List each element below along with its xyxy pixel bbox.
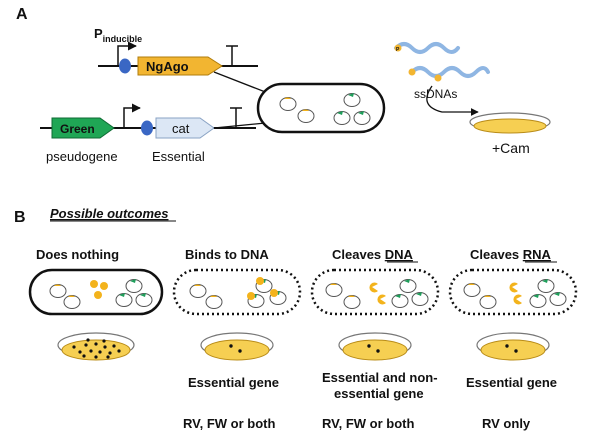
cat-gene-arrow [155, 117, 215, 139]
green-gene-arrow [51, 117, 115, 139]
cam-label: +Cam [492, 140, 530, 156]
colony-dot [505, 344, 509, 348]
outcome-strand-3: RV, FW or both [322, 416, 415, 431]
plasmid-icon [343, 295, 361, 309]
plasmid-icon [529, 294, 547, 308]
promoter-label: Pinducible [94, 26, 142, 44]
plasmid-icon [63, 295, 81, 309]
ngago-construct: NgAgo [98, 41, 258, 76]
plasmid-icon [549, 292, 567, 306]
panel-b-label: B [14, 209, 26, 226]
plasmid-icon [411, 292, 429, 306]
ngago-gene-label: NgAgo [146, 59, 189, 74]
promoter-subscript: inducible [103, 34, 143, 44]
plasmid-icon [325, 283, 343, 297]
pacman-protein-icon [513, 294, 522, 305]
protein-icon [247, 292, 255, 300]
outcome-strand-2: RV, FW or both [183, 416, 276, 431]
plasmid-icon [279, 97, 297, 111]
reporter-construct: Green cat [40, 103, 256, 139]
outcome-title-1: Does nothing [36, 247, 119, 262]
cell-icon [256, 82, 386, 134]
petri-dish-icon [338, 332, 412, 361]
protein-icon [90, 280, 108, 299]
colony-dot [376, 349, 380, 353]
pacman-protein-icon [377, 294, 386, 305]
plasmid-icon [333, 111, 351, 125]
plasmid-icon [463, 283, 481, 297]
pacman-protein-icon [509, 282, 518, 293]
plasmid-icon [135, 293, 153, 307]
colony-dot [229, 344, 233, 348]
colony-dots [72, 338, 121, 359]
petri-dish-icon [200, 332, 274, 361]
plating-arrow [426, 85, 479, 116]
colony-dot [367, 344, 371, 348]
plasmid-icon [205, 295, 223, 309]
plasmid-icon [391, 294, 409, 308]
promoter-arrow-icon [117, 41, 137, 66]
outcome-strand-4: RV only [482, 416, 531, 431]
promoter-arrow-icon [123, 103, 141, 128]
cell-icon [448, 268, 578, 316]
phosphate-label: P [396, 47, 400, 53]
plasmid-icon [479, 295, 497, 309]
outcome-title-4-underlined: RNA [523, 247, 552, 262]
cell-icon [172, 268, 302, 316]
plasmid-icon [399, 279, 417, 293]
plasmid-icon [49, 284, 67, 298]
pacman-protein-icon [369, 282, 378, 293]
colony-dot [514, 349, 518, 353]
ssdna-icon: P [394, 42, 490, 82]
outcome-gene-3-line1: Essential and non- [322, 370, 438, 385]
petri-dish-icon [57, 332, 135, 361]
promoter-p: P [94, 26, 103, 41]
outcome-title-4: Cleaves RNA [470, 247, 552, 262]
colony-dot [238, 349, 242, 353]
plasmid-icon [189, 284, 207, 298]
cell-icon [310, 268, 440, 316]
terminator-icon [230, 107, 242, 128]
outcome-gene-3-line2: essential gene [334, 386, 424, 401]
outcome-title-4-prefix: Cleaves [470, 247, 523, 262]
terminator-icon [226, 45, 238, 66]
plasmid-icon [125, 279, 143, 293]
plasmid-icon [297, 109, 315, 123]
outcome-gene-2: Essential gene [188, 375, 279, 390]
outcome-title-3: Cleaves DNA [332, 247, 414, 262]
protein-icon [256, 277, 264, 285]
plasmid-icon [115, 293, 133, 307]
essential-label: Essential [152, 149, 205, 164]
outcome-title-3-underlined: DNA [385, 247, 414, 262]
outcome-title-3-prefix: Cleaves [332, 247, 385, 262]
panel-a-label: A [16, 6, 28, 23]
petri-dish-icon [476, 332, 550, 361]
operator-site-icon [119, 58, 131, 74]
cat-gene-label: cat [172, 121, 190, 136]
outcome-gene-4: Essential gene [466, 375, 557, 390]
cell-icon [28, 268, 164, 316]
protein-icon [270, 289, 278, 297]
plasmid-icon [343, 93, 361, 107]
green-gene-label: Green [60, 122, 95, 136]
ngago-gene-arrow [137, 56, 223, 76]
outcome-title-2: Binds to DNA [185, 247, 269, 262]
pseudogene-label: pseudogene [46, 149, 118, 164]
petri-dish-icon [469, 112, 551, 134]
plasmid-icon [353, 111, 371, 125]
plasmid-icon [537, 279, 555, 293]
possible-outcomes-title: Possible outcomes [50, 206, 168, 221]
ssdna-label: ssDNAs [414, 87, 457, 101]
operator-site-icon [141, 120, 153, 136]
